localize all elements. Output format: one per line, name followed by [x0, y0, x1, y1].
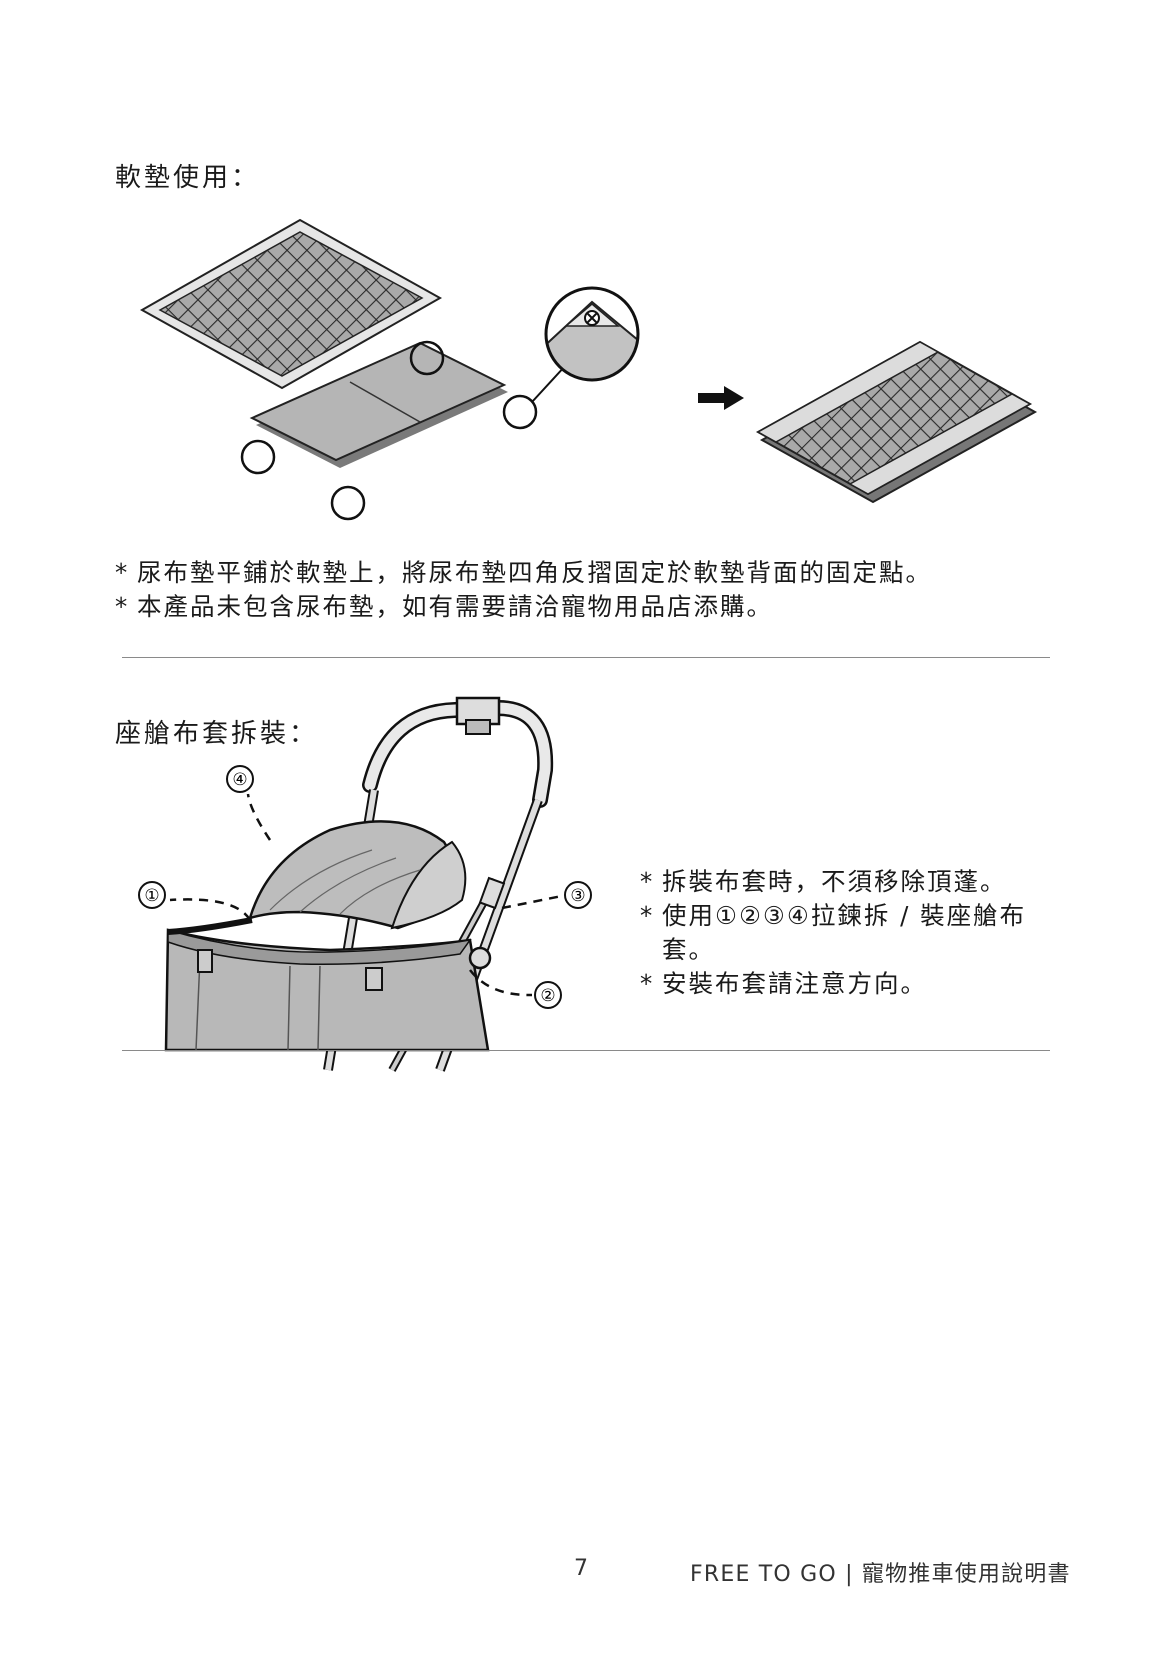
callout-4-label: ④ — [232, 770, 247, 790]
section-heading-cover-removal: 座艙布套拆裝： — [115, 719, 319, 749]
note-item: *使用①②③④拉鍊拆 / 裝座艙布套。 — [640, 901, 1027, 964]
section-heading-pad-usage: 軟墊使用： — [115, 163, 261, 193]
pad-usage-illustration — [139, 218, 1038, 521]
section-divider — [122, 1050, 1050, 1051]
fixing-point-circle — [240, 439, 276, 475]
callout-2-label: ② — [540, 986, 555, 1006]
note-item: *尿布墊平鋪於軟墊上，將尿布墊四角反摺固定於軟墊背面的固定點。 — [115, 558, 932, 587]
fixing-point-circle — [330, 485, 366, 521]
callout-3-marker — [564, 881, 592, 909]
result-cushion-image — [755, 340, 1038, 504]
fixing-point-circle — [409, 340, 445, 376]
manual-title: 寵物推車使用說明書 — [861, 1562, 1071, 1587]
stroller-image — [164, 696, 554, 1072]
footer-separator: | — [845, 1562, 854, 1587]
arrow-right-icon — [698, 386, 744, 410]
callout-3-label: ③ — [570, 886, 585, 906]
fixing-point-zoom-detail — [544, 286, 640, 382]
cover-removal-notes: *拆裝布套時，不須移除頂蓬。 *使用①②③④拉鍊拆 / 裝座艙布套。 *安裝布套… — [640, 865, 1060, 1001]
pad-usage-notes: *尿布墊平鋪於軟墊上，將尿布墊四角反摺固定於軟墊背面的固定點。 *本產品未包含尿… — [115, 556, 932, 624]
soft-cushion-image — [240, 340, 567, 521]
note-item: *安裝布套請注意方向。 — [640, 969, 927, 998]
note-item: *本產品未包含尿布墊，如有需要請洽寵物用品店添購。 — [115, 592, 773, 621]
callout-1-label: ① — [144, 886, 159, 906]
note-item: *拆裝布套時，不須移除頂蓬。 — [640, 867, 1007, 896]
fixing-point-circle — [502, 394, 538, 430]
callout-2-marker — [534, 981, 562, 1009]
section-divider — [122, 657, 1050, 658]
callout-1-marker — [138, 881, 166, 909]
page-number: 7 — [574, 1556, 590, 1581]
diaper-pad-image — [139, 218, 443, 390]
footer-brand: FREE TO GO | 寵物推車使用說明書 — [690, 1556, 1071, 1588]
callout-4-marker — [226, 765, 254, 793]
stroller-cover-illustration: ① ② ③ ④ — [138, 696, 592, 1072]
brand-name: FREE TO GO — [690, 1562, 837, 1587]
